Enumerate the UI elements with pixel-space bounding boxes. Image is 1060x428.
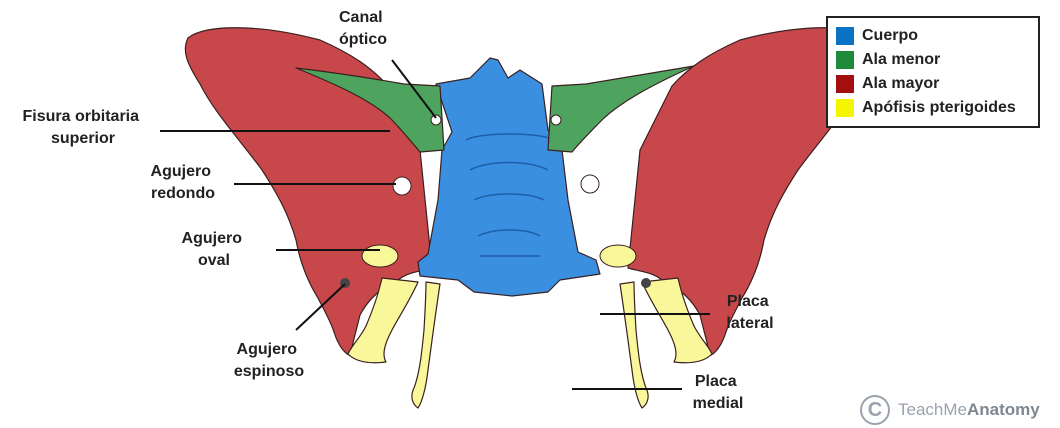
leader-canal-optico (391, 59, 437, 119)
legend-swatch (836, 51, 854, 69)
legend-label: Apófisis pterigoides (862, 99, 1016, 116)
optic-canal-left (430, 114, 442, 126)
pterygoid-lateral-left (347, 277, 419, 364)
leader-agujero-espinoso (295, 283, 346, 331)
legend-item-ala-mayor: Ala mayor (836, 72, 1030, 96)
label-agujero-oval: Agujero oval (182, 230, 247, 269)
label-placa-lateral: Placa lateral (726, 293, 773, 332)
brand-watermark: C TeachMeAnatomy (860, 392, 1040, 428)
legend-swatch (836, 99, 854, 117)
foramen-spinosum-right (641, 278, 651, 288)
label-agujero-espinoso: Agujero espinoso (234, 341, 304, 380)
legend-label: Ala menor (862, 51, 941, 68)
legend-item-ala-menor: Ala menor (836, 48, 1030, 72)
lesser-wing-right (547, 65, 695, 153)
foramen-ovale-right (599, 244, 637, 268)
brand-prefix: TeachMe (898, 400, 967, 419)
greater-wing-right (627, 27, 876, 357)
pterygoid-medial-left (411, 281, 441, 409)
lesser-wing-left (295, 67, 445, 153)
legend: Cuerpo Ala menor Ala mayor Apófisis pter… (826, 16, 1040, 128)
copyright-logo-icon: C (860, 395, 890, 425)
sella-turcica (465, 133, 555, 257)
optic-canal-right (550, 114, 562, 126)
legend-item-cuerpo: Cuerpo (836, 24, 1030, 48)
brand-name: TeachMeAnatomy (898, 400, 1040, 420)
label-agujero-redondo: Agujero redondo (151, 163, 216, 202)
legend-item-apofisis-pterigoides: Apófisis pterigoides (836, 96, 1030, 120)
legend-swatch (836, 27, 854, 45)
legend-label: Ala mayor (862, 75, 940, 92)
foramen-ovale-left (361, 244, 399, 268)
greater-wing-left (184, 27, 433, 357)
brand-bold: Anatomy (966, 400, 1040, 419)
label-canal-optico: Canal óptico (339, 9, 387, 48)
label-placa-medial: Placa medial (693, 373, 744, 412)
pterygoid-lateral-right (641, 277, 713, 364)
label-fisura-orbitaria: Fisura orbitaria superior (23, 108, 144, 147)
sphenoid-body (417, 57, 601, 297)
foramen-rotundum-left (392, 176, 412, 196)
legend-label: Cuerpo (862, 27, 918, 44)
legend-swatch (836, 75, 854, 93)
foramen-rotundum-right (580, 174, 600, 194)
